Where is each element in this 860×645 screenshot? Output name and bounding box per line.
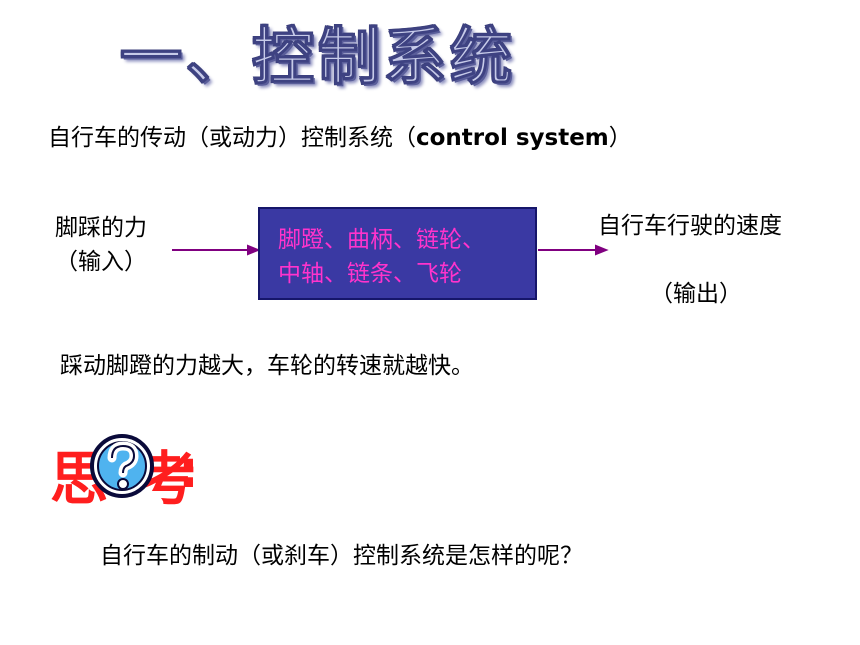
input-label: 脚踩的力 （输入）: [55, 211, 147, 279]
system-box-line2: 中轴、链条、飞轮: [278, 261, 462, 287]
statement: 踩动脚蹬的力越大，车轮的转速就越快。: [60, 353, 474, 379]
question-text: 自行车的制动（或刹车）控制系统是怎样的呢？: [100, 543, 583, 569]
system-box: 脚蹬、曲柄、链轮、 中轴、链条、飞轮: [258, 207, 537, 300]
input-label-line2: （输入）: [55, 249, 147, 275]
system-box-line1: 脚蹬、曲柄、链轮、: [278, 227, 485, 253]
think-colon: :: [178, 440, 199, 500]
subtitle-chinese: 自行车的传动（或动力）控制系统（: [48, 125, 416, 151]
output-label-line2: （输出）: [650, 281, 742, 307]
subtitle-close: ）: [608, 125, 632, 151]
subtitle: 自行车的传动（或动力）控制系统（control system）: [48, 118, 632, 152]
input-arrowhead: [247, 244, 261, 256]
question-mark-icon: [90, 434, 154, 498]
subtitle-english: control system: [416, 125, 609, 151]
slide-title: 一、控制系统: [119, 20, 517, 94]
output-label-line1: 自行车行驶的速度: [598, 213, 782, 239]
input-label-line1: 脚踩的力: [55, 215, 147, 241]
output-arrowhead: [595, 244, 609, 256]
